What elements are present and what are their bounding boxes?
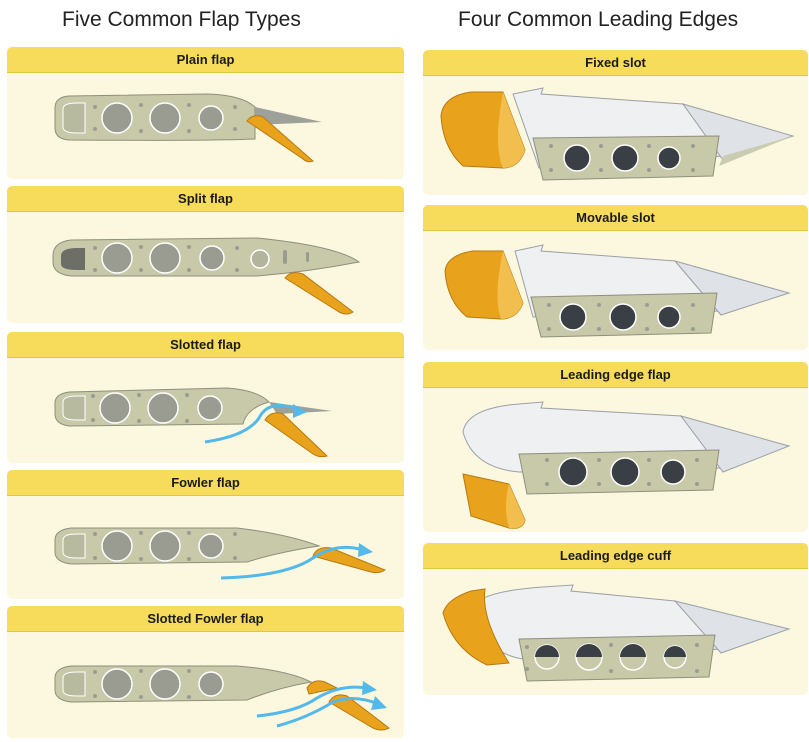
slotted-flap-shape [265, 413, 327, 457]
fixed-slot-label: Fixed slot [423, 50, 808, 76]
fowler-flap-label: Fowler flap [7, 470, 404, 496]
slotted-flap-label: Slotted flap [7, 332, 404, 358]
slotted-fowler-flap-diagram [7, 632, 404, 738]
left-column-title: Five Common Flap Types [62, 8, 301, 32]
leading-edge-cuff-label: Leading edge cuff [423, 543, 808, 569]
split-flap-label: Split flap [7, 186, 404, 212]
plain-flap-diagram [7, 73, 404, 179]
right-column-title: Four Common Leading Edges [458, 8, 738, 32]
plain-flap-panel: Plain flap [7, 47, 404, 179]
plain-flap-label: Plain flap [7, 47, 404, 73]
slotted-flap-diagram [7, 358, 404, 463]
split-flap-diagram [7, 212, 404, 323]
leading-edge-flap-diagram [423, 388, 808, 532]
slotted-fowler-flap-panel: Slotted Fowler flap [7, 606, 404, 738]
slotted-fowler-flap-label: Slotted Fowler flap [7, 606, 404, 632]
movable-slot-panel: Movable slot [423, 205, 808, 350]
movable-slot-label: Movable slot [423, 205, 808, 231]
split-flap-shape [285, 273, 353, 314]
movable-slot-diagram [423, 231, 808, 350]
fowler-flap-diagram [7, 496, 404, 599]
fixed-slot-diagram [423, 76, 808, 195]
leading-edge-cuff-diagram [423, 569, 808, 695]
split-flap-panel: Split flap [7, 186, 404, 323]
fixed-slot-panel: Fixed slot [423, 50, 808, 195]
leading-edge-cuff-panel: Leading edge cuff [423, 543, 808, 695]
fowler-flap-panel: Fowler flap [7, 470, 404, 599]
leading-edge-flap-label: Leading edge flap [423, 362, 808, 388]
slotted-flap-panel: Slotted flap [7, 332, 404, 463]
leading-edge-flap-panel: Leading edge flap [423, 362, 808, 532]
